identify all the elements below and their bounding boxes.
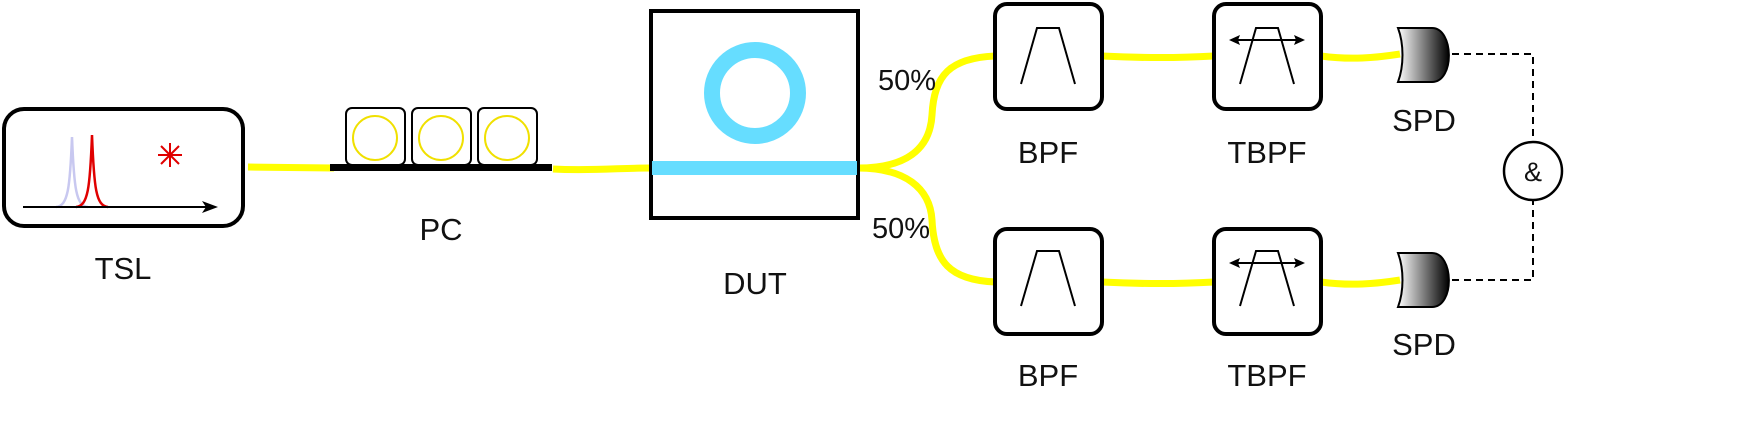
tsl-box bbox=[2, 107, 245, 228]
split-ratio-bottom: 50% bbox=[872, 213, 930, 245]
coincidence-wiring bbox=[1452, 53, 1534, 281]
photodetector-icon bbox=[1396, 252, 1450, 308]
tbpf-top-box bbox=[1212, 2, 1323, 111]
electrical-line-top bbox=[1452, 53, 1534, 142]
asterisk-icon bbox=[158, 143, 182, 167]
bpf-top-label: BPF bbox=[1018, 135, 1078, 170]
fiber-split-bottom bbox=[857, 164, 996, 286]
fiber-tsl-to-pc bbox=[247, 163, 335, 172]
fiber-tbpf-spd-bottom bbox=[1320, 276, 1401, 288]
microring-resonator bbox=[704, 42, 806, 144]
bus-waveguide bbox=[652, 161, 857, 175]
bpf-bottom-block: BPF bbox=[993, 227, 1104, 393]
dut-label: DUT bbox=[723, 266, 787, 301]
tsl-label: TSL bbox=[95, 251, 152, 286]
bandpass-filter-icon bbox=[1020, 27, 1076, 85]
tbpf-bottom-label: TBPF bbox=[1227, 358, 1306, 393]
tbpf-bottom-block: TBPF bbox=[1212, 227, 1323, 393]
pc-base-bar bbox=[330, 164, 552, 171]
bpf-top-block: BPF bbox=[993, 2, 1104, 170]
coincidence-counter: & bbox=[1502, 140, 1564, 202]
pc-block: PC bbox=[330, 107, 552, 247]
fiber-pc-to-dut bbox=[552, 164, 651, 174]
tbpf-bottom-box bbox=[1212, 227, 1323, 336]
pc-loop-2 bbox=[418, 115, 464, 161]
dut-block: DUT bbox=[649, 9, 860, 301]
bandpass-filter-icon bbox=[1020, 250, 1076, 307]
fiber-connections bbox=[247, 50, 1401, 288]
fiber-bpf-tbpf-top bbox=[1101, 52, 1215, 61]
spd-bottom-label: SPD bbox=[1392, 327, 1456, 362]
pc-loop-3 bbox=[484, 115, 530, 161]
spd-top-block: SPD bbox=[1392, 27, 1456, 138]
tbpf-top-label: TBPF bbox=[1227, 135, 1306, 170]
tbpf-top-block: TBPF bbox=[1212, 2, 1323, 170]
spd-bottom-block: SPD bbox=[1392, 252, 1456, 362]
tunable-bandpass-filter-icon bbox=[1229, 27, 1305, 85]
coincidence-circle bbox=[1502, 140, 1564, 202]
bpf-bottom-label: BPF bbox=[1018, 358, 1078, 393]
tsl-block: TSL bbox=[2, 107, 245, 286]
fiber-bpf-tbpf-bottom bbox=[1101, 278, 1215, 287]
split-ratio-top: 50% bbox=[878, 65, 936, 97]
bpf-top-box bbox=[993, 2, 1104, 111]
bpf-bottom-box bbox=[993, 227, 1104, 336]
laser-spectrum-icon bbox=[23, 134, 218, 213]
pc-label: PC bbox=[419, 212, 462, 247]
electrical-line-bottom bbox=[1452, 200, 1534, 281]
spd-top-label: SPD bbox=[1392, 103, 1456, 138]
fiber-tbpf-spd-top bbox=[1320, 50, 1401, 62]
tunable-bandpass-filter-icon bbox=[1229, 250, 1305, 307]
fiber-split-top bbox=[857, 52, 996, 172]
pc-loop-1 bbox=[352, 115, 398, 161]
photodetector-icon bbox=[1396, 27, 1450, 83]
coincidence-symbol: & bbox=[1524, 157, 1542, 187]
